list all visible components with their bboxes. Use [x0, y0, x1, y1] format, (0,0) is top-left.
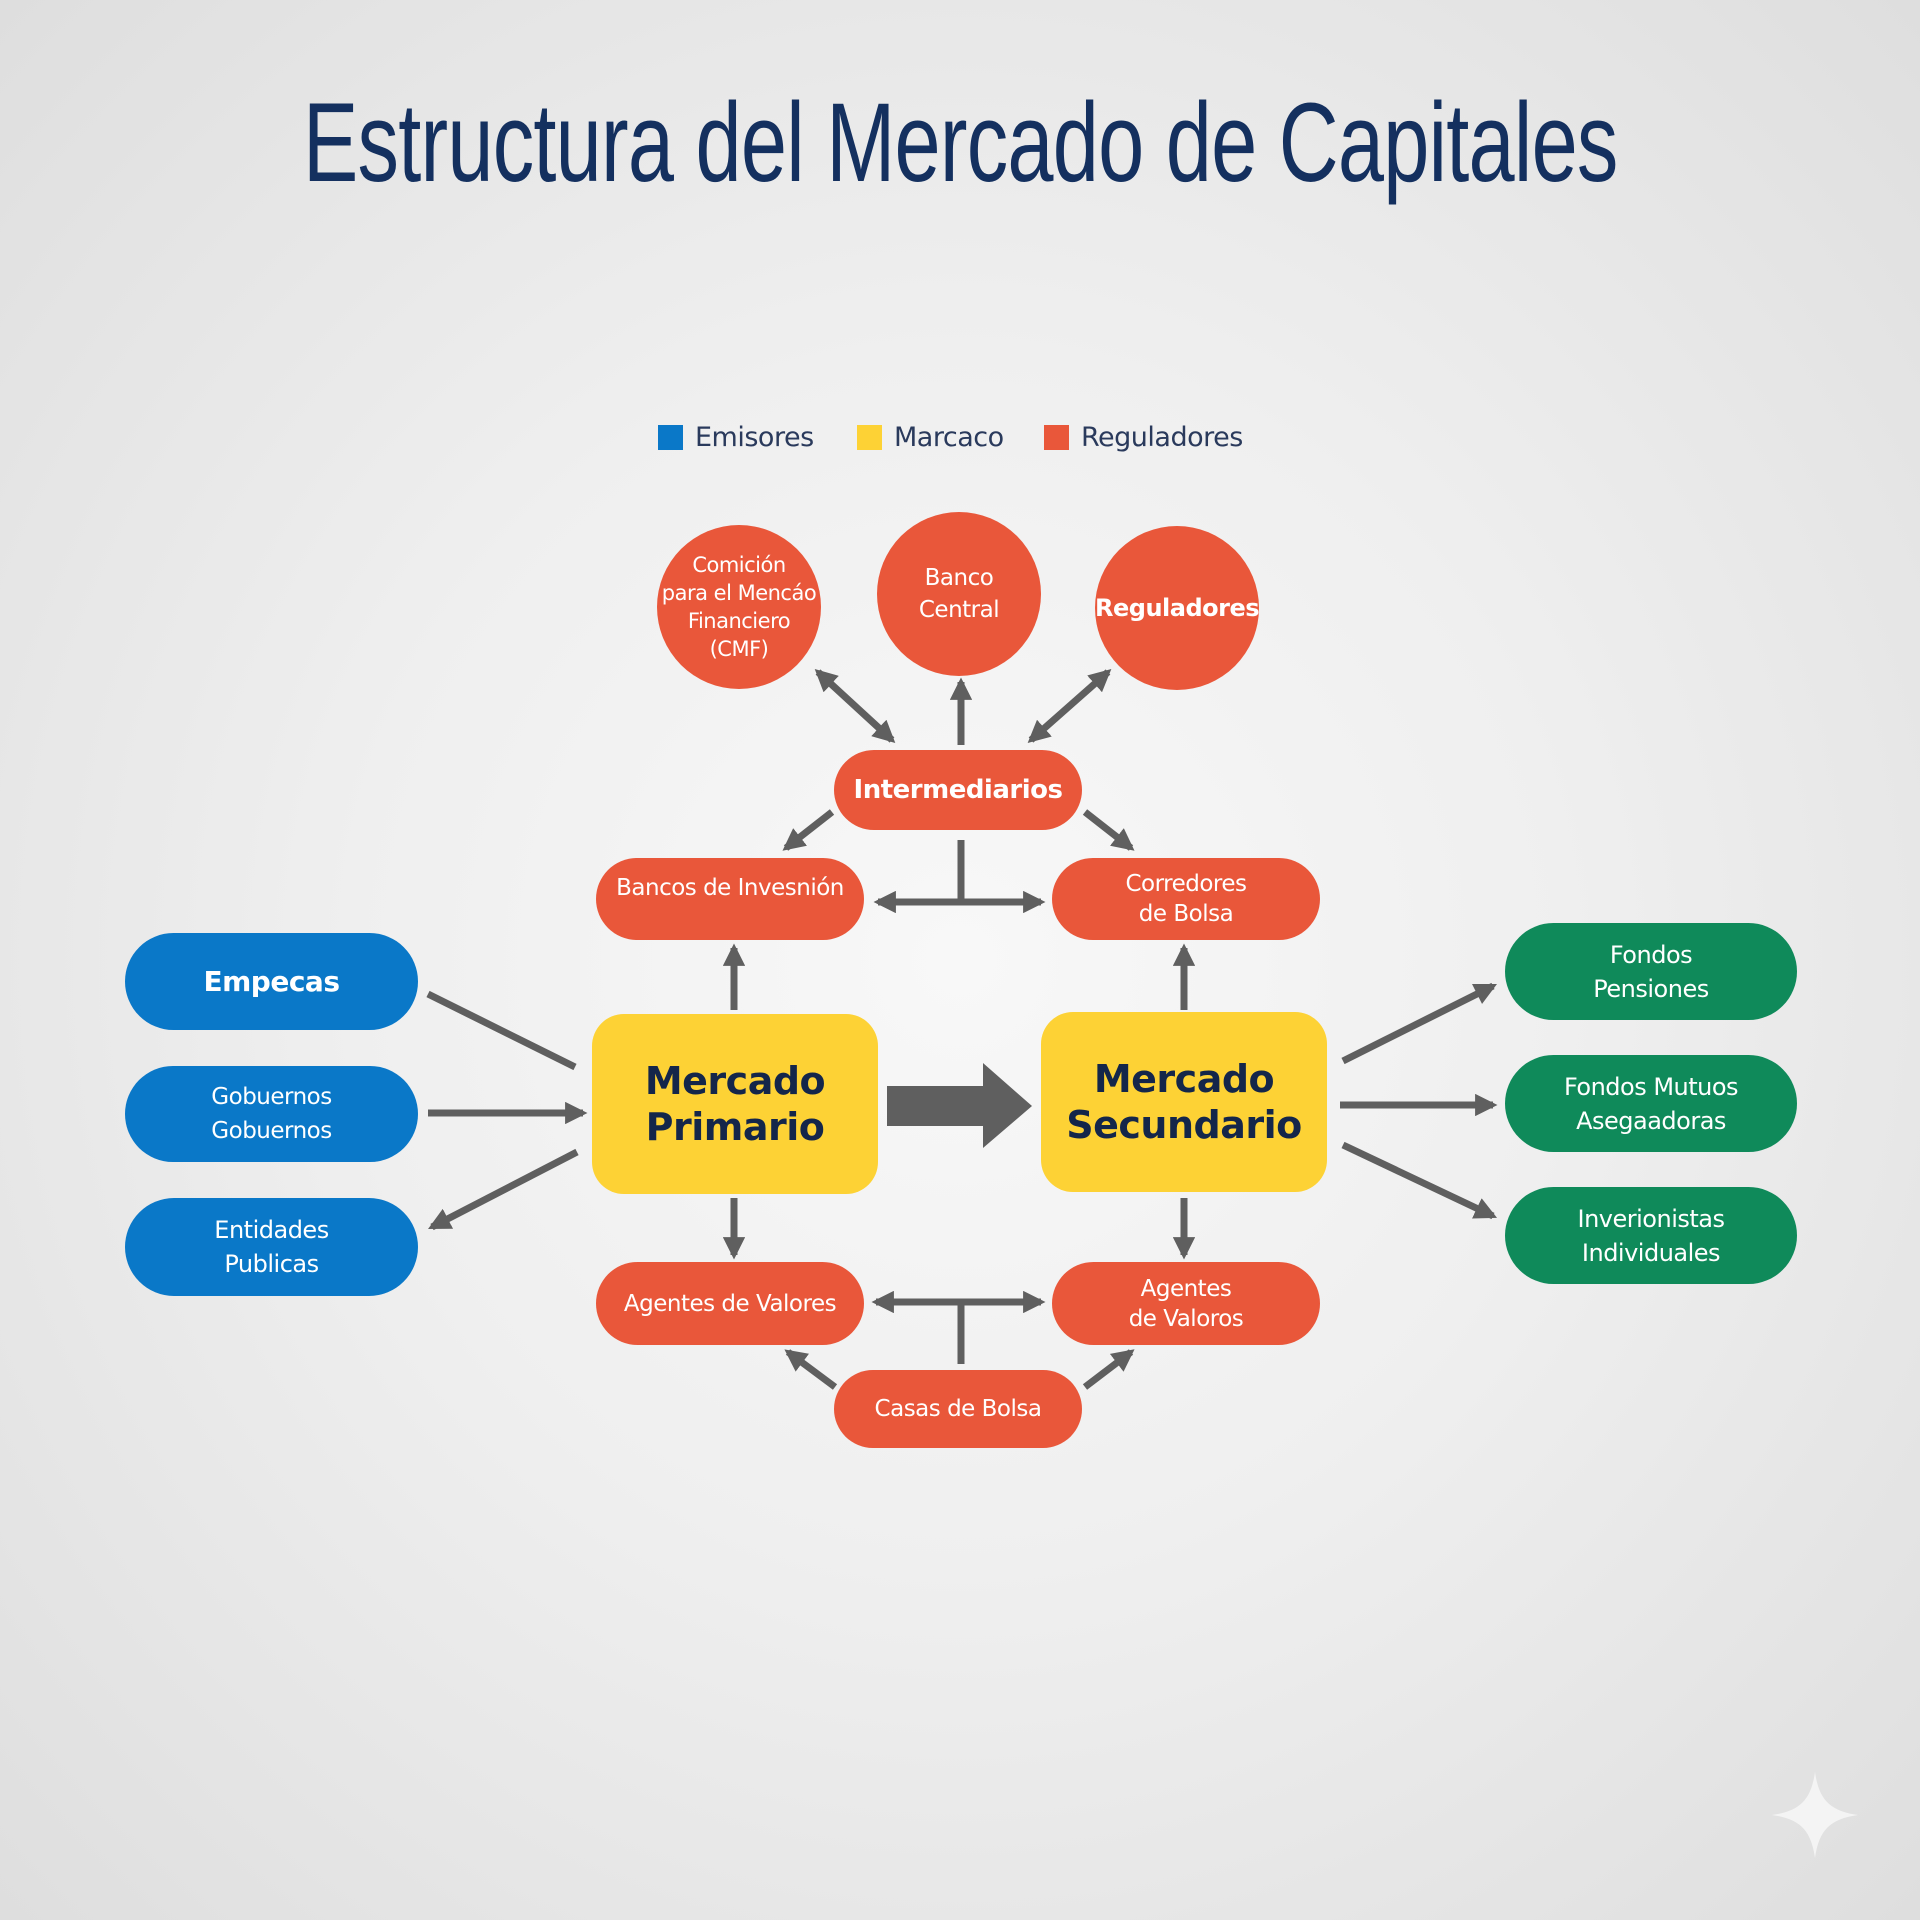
legend-item-mercado: Marcaco: [857, 422, 1004, 453]
node-label: Fondos Pensiones: [1593, 940, 1709, 1003]
node-label: Agentes de Valoros: [1128, 1275, 1244, 1332]
arrow-primario-secundario: [887, 1063, 1032, 1148]
node-label: Corredores de Bolsa: [1125, 871, 1247, 927]
legend-label: Emisores: [695, 422, 814, 453]
arrow-reguladores-intermediarios: [1027, 669, 1112, 743]
arrow-intermediarios-corredores: [1082, 809, 1135, 851]
node-label: Bancos de Invesnión: [616, 875, 844, 901]
arrow-casas-agentes-left: [784, 1349, 838, 1390]
node-mercado-primario[interactable]: Mercado Primario: [592, 1014, 878, 1194]
arrow-secundario-inversionistas: [1341, 1141, 1498, 1220]
node-cmf[interactable]: Comición para el Mencáo Financiero (CMF): [657, 525, 821, 689]
legend-swatch-orange: [1044, 425, 1069, 450]
arrow-secundario-fondos-pensiones: [1341, 982, 1498, 1065]
node-fondos-pensiones[interactable]: Fondos Pensiones: [1505, 923, 1797, 1020]
node-agentes-valores-left[interactable]: Agentes de Valores: [596, 1262, 864, 1345]
node-corredores-bolsa[interactable]: Corredores de Bolsa: [1052, 858, 1320, 940]
node-empresas[interactable]: Empecas: [125, 933, 418, 1030]
page-title: Estructura del Mercado de Capitales: [0, 78, 1920, 207]
node-label: Reguladores: [1095, 594, 1260, 622]
legend-label: Reguladores: [1081, 422, 1243, 453]
node-label: Mercado Secundario: [1066, 1057, 1302, 1147]
node-reguladores[interactable]: Reguladores: [1095, 526, 1260, 690]
node-gobiernos[interactable]: Gobuernos Gobuernos: [125, 1066, 418, 1162]
node-casas-bolsa[interactable]: Casas de Bolsa: [834, 1370, 1082, 1448]
legend-item-emisores: Emisores: [658, 422, 814, 453]
arrow-casas-agentes-right: [1082, 1349, 1135, 1390]
legend-label: Marcaco: [894, 422, 1004, 453]
node-label: Fondos Mutuos Asegaadoras: [1563, 1072, 1739, 1135]
arrow-cmf-intermediarios: [814, 668, 896, 744]
arrow-primario-entidades: [428, 1148, 579, 1231]
node-label: Inverionistas Individuales: [1577, 1204, 1725, 1267]
node-label: Mercado Primario: [644, 1059, 826, 1149]
legend-item-reguladores: Reguladores: [1044, 422, 1243, 453]
node-bancos-inversion[interactable]: Bancos de Invesnión: [596, 858, 864, 940]
legend: Emisores Marcaco Reguladores: [0, 422, 1920, 462]
node-label: Casas de Bolsa: [874, 1396, 1042, 1422]
node-label: Gobuernos Gobuernos: [211, 1084, 332, 1144]
node-agentes-valores-right[interactable]: Agentes de Valoros: [1052, 1262, 1320, 1345]
node-entidades-publicas[interactable]: Entidades Publicas: [125, 1198, 418, 1296]
legend-swatch-yellow: [857, 425, 882, 450]
node-banco-central[interactable]: Banco Central: [877, 512, 1041, 676]
line-empresas-primario: [426, 990, 577, 1071]
node-mercado-secundario[interactable]: Mercado Secundario: [1041, 1012, 1327, 1192]
node-label: Agentes de Valores: [623, 1290, 837, 1317]
node-label: Intermediarios: [853, 775, 1063, 805]
sparkle-icon: [1772, 1772, 1858, 1858]
node-label: Comición para el Mencáo Financiero (CMF): [661, 553, 817, 661]
node-intermediarios[interactable]: Intermediarios: [834, 750, 1082, 830]
node-label: Empecas: [203, 965, 341, 998]
node-inversionistas-individuales[interactable]: Inverionistas Individuales: [1505, 1187, 1797, 1284]
legend-swatch-blue: [658, 425, 683, 450]
title-text: Estructura del Mercado de Capitales: [302, 80, 1618, 205]
node-label: Entidades Publicas: [214, 1216, 329, 1278]
node-label: Banco Central: [918, 565, 1000, 623]
arrow-intermediarios-bancos: [782, 809, 835, 851]
node-fondos-mutuos[interactable]: Fondos Mutuos Asegaadoras: [1505, 1055, 1797, 1152]
